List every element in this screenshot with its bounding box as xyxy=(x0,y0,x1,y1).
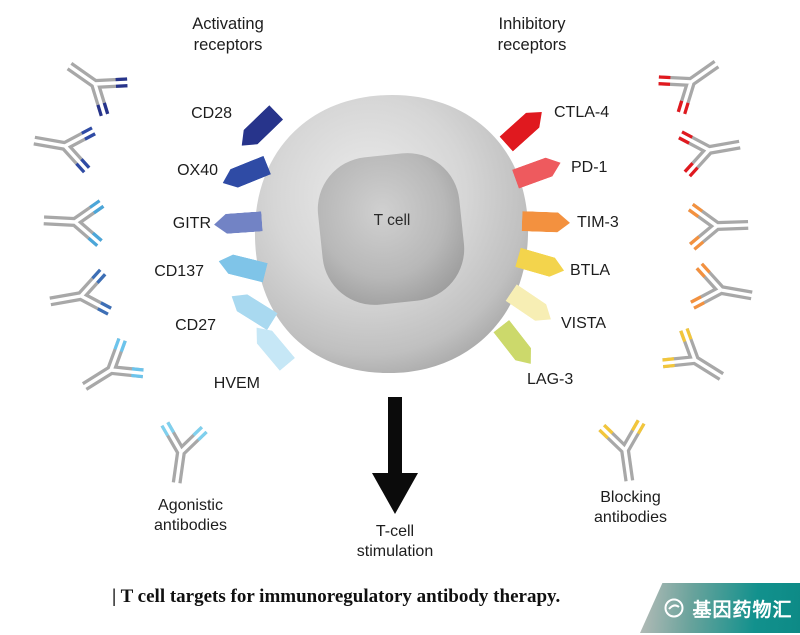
receptor-label-cd137: CD137 xyxy=(154,263,204,280)
antibody-icon xyxy=(26,112,103,181)
receptor-label-vista: VISTA xyxy=(561,315,607,332)
antibody-icon xyxy=(42,262,119,331)
receptor-label-tim3: TIM-3 xyxy=(577,214,619,231)
receptor-label-hvem: HVEM xyxy=(213,375,260,392)
activating-receptors-header: Activating receptors xyxy=(192,15,264,55)
t-cell-stimulation-label: T-cell stimulation xyxy=(356,523,434,561)
receptor-label-btla: BTLA xyxy=(570,262,611,279)
receptor-label-pd1: PD-1 xyxy=(571,159,608,176)
stimulation-down-arrow-icon xyxy=(372,397,418,514)
antibody-icon xyxy=(682,256,759,325)
receptor-label-lag3: LAG-3 xyxy=(527,371,574,388)
circle-logo-icon xyxy=(664,598,684,618)
antibody-icon xyxy=(148,414,215,489)
inhibitory-receptors-header: Inhibitory receptors xyxy=(497,15,567,55)
receptor-label-gitr: GITR xyxy=(172,215,211,232)
antibody-icon xyxy=(682,196,752,256)
antibody-icon xyxy=(40,191,111,252)
blocking-antibodies-label: Blocking antibodies xyxy=(594,489,667,527)
figure-caption: | T cell targets for immunoregulatory an… xyxy=(112,586,561,607)
antibody-icon xyxy=(592,412,659,487)
t-cell-nucleus xyxy=(317,153,465,305)
agonistic-antibodies-label: Agonistic antibodies xyxy=(154,497,227,535)
t-cell-label: T cell xyxy=(373,212,411,229)
receptor-label-ctla4: CTLA-4 xyxy=(554,104,610,121)
watermark-banner: 基因药物汇 xyxy=(640,583,800,633)
receptor-label-cd27: CD27 xyxy=(175,317,216,334)
receptor-label-ox40: OX40 xyxy=(177,162,218,179)
antibody-icon xyxy=(670,116,747,185)
receptor-label-cd28: CD28 xyxy=(191,105,232,122)
watermark-text: 基因药物汇 xyxy=(692,599,793,621)
